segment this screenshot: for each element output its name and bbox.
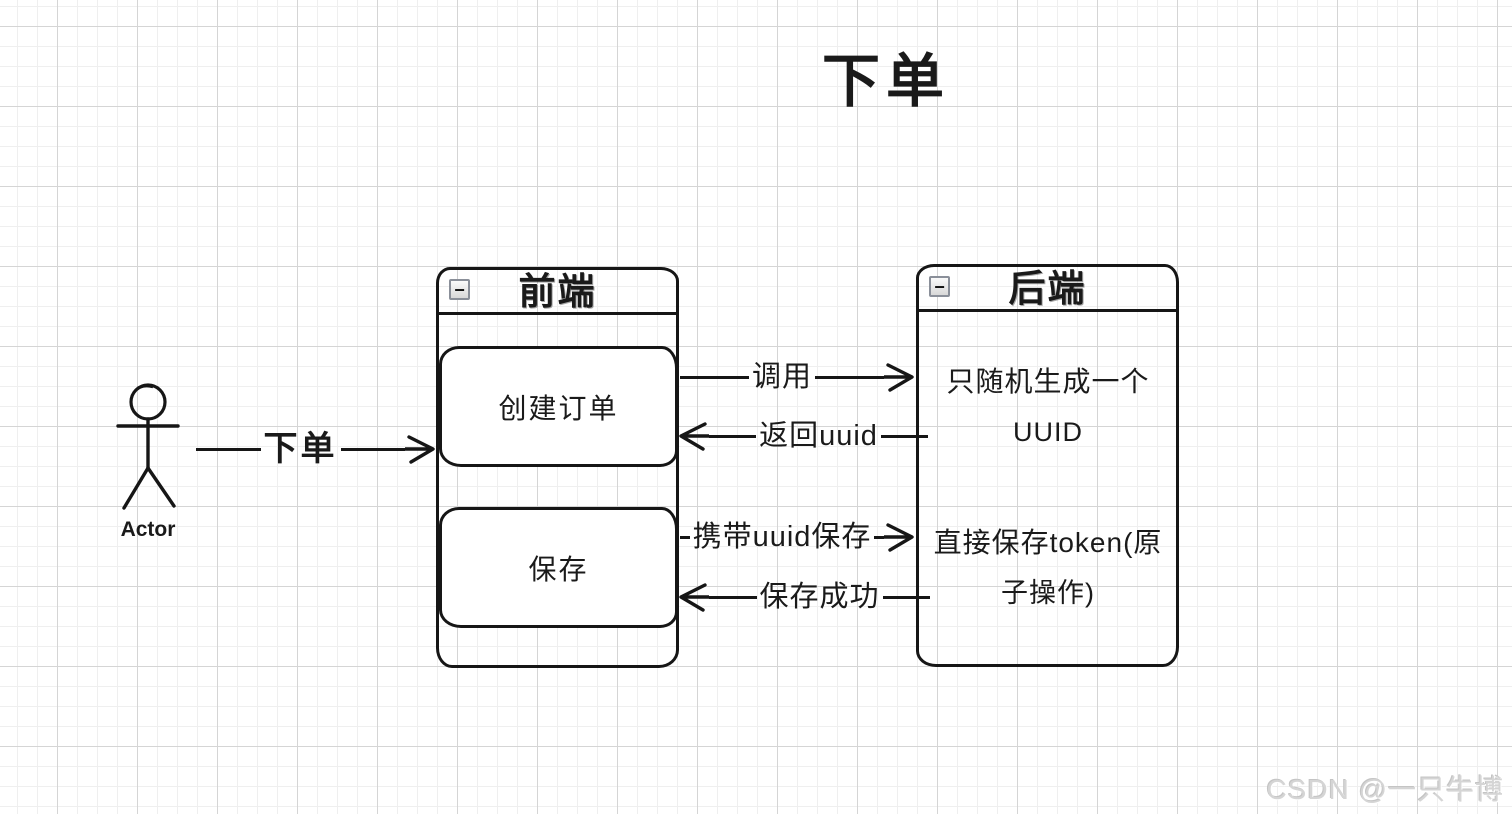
arrow-save-with-uuid: 携带uuid保存 bbox=[680, 519, 914, 555]
page-title: 下单 bbox=[821, 49, 951, 114]
frontend-box: − 前端 bbox=[436, 267, 679, 668]
arrow-line bbox=[709, 434, 757, 438]
collapse-icon[interactable]: − bbox=[929, 276, 950, 297]
backend-header: − 后端 bbox=[919, 267, 1176, 312]
node-label: 保存 bbox=[528, 553, 589, 585]
arrow-label: 保存成功 bbox=[759, 581, 880, 613]
backend-box: − 后端 bbox=[916, 264, 1179, 667]
note-line: 子操作) bbox=[1001, 578, 1095, 608]
arrowhead-right-icon bbox=[884, 363, 914, 392]
backend-title: 后端 bbox=[1008, 267, 1087, 309]
collapse-icon[interactable]: − bbox=[449, 279, 470, 300]
note-line: UUID bbox=[1013, 417, 1083, 447]
note-generate-uuid: 只随机生成一个 UUID bbox=[926, 357, 1170, 457]
node-create-order: 创建订单 bbox=[439, 346, 678, 467]
frontend-title: 前端 bbox=[518, 270, 597, 312]
arrow-label: 返回uuid bbox=[759, 420, 878, 452]
actor-figure-icon bbox=[116, 383, 180, 510]
arrow-place-order: 下单 bbox=[196, 431, 435, 467]
arrow-line bbox=[680, 535, 690, 539]
node-save: 保存 bbox=[439, 507, 678, 628]
arrow-label: 携带uuid保存 bbox=[692, 521, 872, 553]
note-line: 只随机生成一个 bbox=[946, 366, 1150, 397]
arrowhead-left-icon bbox=[679, 583, 709, 612]
arrow-line bbox=[880, 434, 928, 438]
arrow-call: 调用 bbox=[680, 359, 914, 395]
note-save-token: 直接保存token(原 子操作) bbox=[926, 518, 1170, 618]
arrowhead-left-icon bbox=[679, 422, 709, 451]
arrow-save-success: 保存成功 bbox=[679, 579, 931, 615]
arrow-return-uuid: 返回uuid bbox=[679, 418, 928, 454]
arrow-line bbox=[815, 375, 885, 379]
arrow-line bbox=[709, 595, 757, 599]
node-label: 创建订单 bbox=[498, 392, 619, 424]
frontend-header: − 前端 bbox=[439, 270, 676, 315]
arrow-label: 调用 bbox=[752, 361, 813, 393]
note-line: 直接保存token(原 bbox=[933, 527, 1163, 558]
arrow-line bbox=[882, 595, 931, 599]
arrow-line bbox=[874, 535, 884, 539]
arrowhead-right-icon bbox=[405, 435, 435, 464]
arrow-line bbox=[196, 447, 261, 451]
actor-label: Actor bbox=[120, 518, 176, 541]
arrow-line bbox=[340, 447, 405, 451]
arrowhead-right-icon bbox=[884, 523, 914, 552]
csdn-watermark: CSDN @一只牛博 bbox=[1266, 774, 1504, 805]
arrow-label: 下单 bbox=[263, 430, 338, 468]
arrow-line bbox=[680, 375, 749, 379]
